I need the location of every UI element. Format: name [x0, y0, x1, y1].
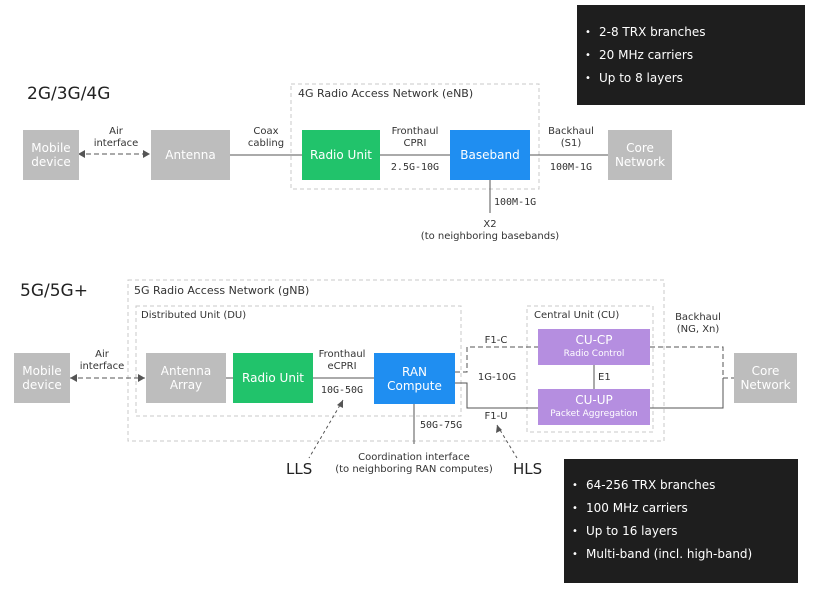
5g-core-network: Core Network — [734, 353, 797, 403]
5g-backhaul-label: Backhaul (NG, Xn) — [675, 312, 721, 335]
cu-up-sub-label: Packet Aggregation — [550, 409, 638, 419]
4g-fronthaul-label: Fronthaul CPRI — [391, 126, 439, 149]
5g-ran-title: 5G Radio Access Network (gNB) — [134, 284, 310, 297]
4g-ran-title: 4G Radio Access Network (eNB) — [298, 87, 474, 100]
4g-air-label: Air interface — [93, 126, 139, 149]
f1u-link — [455, 382, 538, 409]
5g-info-item: 64-256 TRX branches — [564, 474, 798, 497]
4g-x2-rate: 100M-1G — [494, 197, 537, 208]
5g-backhaul-up — [650, 378, 724, 409]
e1-label: E1 — [598, 372, 611, 383]
f1c-label: F1-C — [484, 335, 508, 346]
du-title: Distributed Unit (DU) — [141, 310, 247, 321]
5g-info-item: 100 MHz carriers — [564, 497, 798, 520]
cu-box — [526, 305, 654, 433]
cu-title: Central Unit (CU) — [534, 310, 620, 321]
5g-mobile-device: Mobile device — [14, 353, 70, 403]
4g-coax-label: Coax cabling — [247, 126, 285, 149]
f1u-label: F1-U — [484, 411, 508, 422]
5g-info-item: Up to 16 layers — [564, 520, 798, 543]
5g-air-label: Air interface — [79, 349, 125, 372]
cu-up: CU-UP Packet Aggregation — [538, 389, 650, 425]
4g-x2-label: X2 (to neighboring basebands) — [420, 219, 560, 242]
du-box — [135, 305, 462, 417]
4g-heading: 2G/3G/4G — [27, 84, 111, 104]
4g-info-box: 2-8 TRX branches 20 MHz carriers Up to 8… — [577, 5, 805, 105]
ran-compute: RAN Compute — [374, 353, 455, 404]
lls-label: LLS — [286, 460, 313, 478]
cu-up-label: CU-UP — [575, 393, 613, 407]
5g-backhaul-cp — [650, 346, 734, 379]
lls-pointer — [308, 399, 344, 459]
antenna-array: Antenna Array — [146, 353, 226, 403]
4g-backhaul-rate: 100M-1G — [549, 162, 593, 173]
cu-cp-sub-label: Radio Control — [563, 349, 625, 359]
cu-cp-label: CU-CP — [575, 333, 613, 347]
cu-cp: CU-CP Radio Control — [538, 329, 650, 365]
5g-fronthaul-label: Fronthaul eCPRI — [318, 349, 366, 372]
4g-radio-unit: Radio Unit — [302, 130, 380, 180]
f1-rate-label: 1G-10G — [477, 372, 517, 383]
5g-info-box: 64-256 TRX branches 100 MHz carriers Up … — [564, 459, 798, 583]
4g-baseband: Baseband — [450, 130, 530, 180]
coord-label: Coordination interface (to neighboring R… — [335, 452, 493, 475]
4g-fronthaul-rate: 2.5G-10G — [390, 162, 440, 173]
4g-antenna: Antenna — [151, 130, 230, 180]
5g-ran-box — [127, 279, 665, 442]
hls-label: HLS — [513, 460, 543, 478]
coord-rate: 50G-75G — [420, 420, 463, 431]
5g-info-item: Multi-band (incl. high-band) — [564, 543, 798, 566]
5g-fronthaul-rate: 10G-50G — [320, 385, 364, 396]
4g-core-network: Core Network — [608, 130, 672, 180]
f1c-link — [455, 346, 538, 373]
4g-backhaul-label: Backhaul (S1) — [548, 126, 594, 149]
4g-mobile-device: Mobile device — [23, 130, 79, 180]
5g-heading: 5G/5G+ — [20, 281, 88, 301]
4g-info-item: 20 MHz carriers — [577, 44, 805, 67]
5g-radio-unit: Radio Unit — [233, 353, 313, 403]
4g-info-item: 2-8 TRX branches — [577, 21, 805, 44]
4g-ran-box — [290, 83, 540, 190]
4g-info-item: Up to 8 layers — [577, 67, 805, 90]
